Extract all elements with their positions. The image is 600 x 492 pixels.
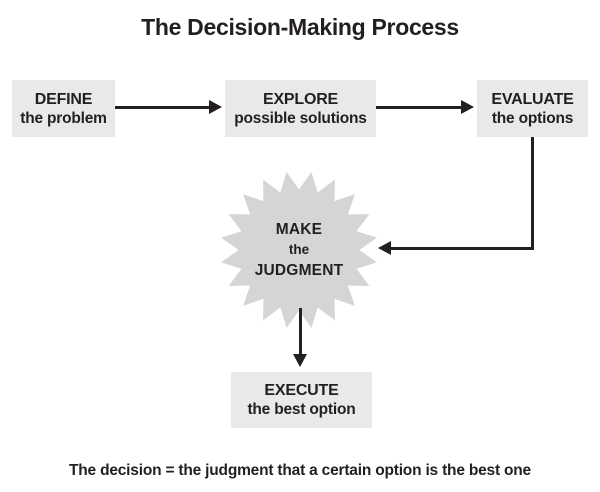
caption-text: The decision = the judgment that a certa… <box>69 462 531 479</box>
execute-label-line1: EXECUTE <box>264 382 339 399</box>
explore-label-line2: possible solutions <box>234 109 367 127</box>
arrow-explore-to-evaluate-line <box>376 105 462 109</box>
arrow-explore-to-evaluate-head-icon <box>461 100 474 114</box>
define-label-line2: the problem <box>20 109 107 127</box>
arrow-evaluate-to-judgment-vline <box>531 137 534 250</box>
arrow-evaluate-to-judgment-hline <box>391 246 534 250</box>
define-label-line1: DEFINE <box>34 90 93 108</box>
judgment-label-line3: JUDGMENT <box>254 262 344 279</box>
explore-box: EXPLORE possible solutions <box>225 80 376 137</box>
arrow-define-to-explore-head-icon <box>209 100 222 114</box>
arrow-define-to-explore-line <box>115 105 210 109</box>
evaluate-label-line2: the options <box>491 109 574 127</box>
execute-box: EXECUTE the best option <box>231 372 372 428</box>
define-box: DEFINE the problem <box>12 80 115 137</box>
judgment-label-line2: the <box>288 242 310 257</box>
explore-label-line1: EXPLORE <box>262 90 339 108</box>
evaluate-box: EVALUATE the options <box>477 80 588 137</box>
diagram-title: The Decision-Making Process <box>141 14 459 40</box>
arrow-evaluate-to-judgment-head-icon <box>378 241 391 255</box>
judgment-label-line1: MAKE <box>275 221 323 238</box>
arrow-judgment-to-execute-head-icon <box>292 354 307 367</box>
starburst-polygon-icon <box>221 172 377 328</box>
execute-label-line2: the best option <box>247 401 356 418</box>
judgment-label: MAKE the JUDGMENT <box>219 170 379 330</box>
arrow-judgment-to-execute-line <box>298 308 302 355</box>
starburst-shape <box>221 172 377 328</box>
evaluate-label-line1: EVALUATE <box>491 90 574 108</box>
